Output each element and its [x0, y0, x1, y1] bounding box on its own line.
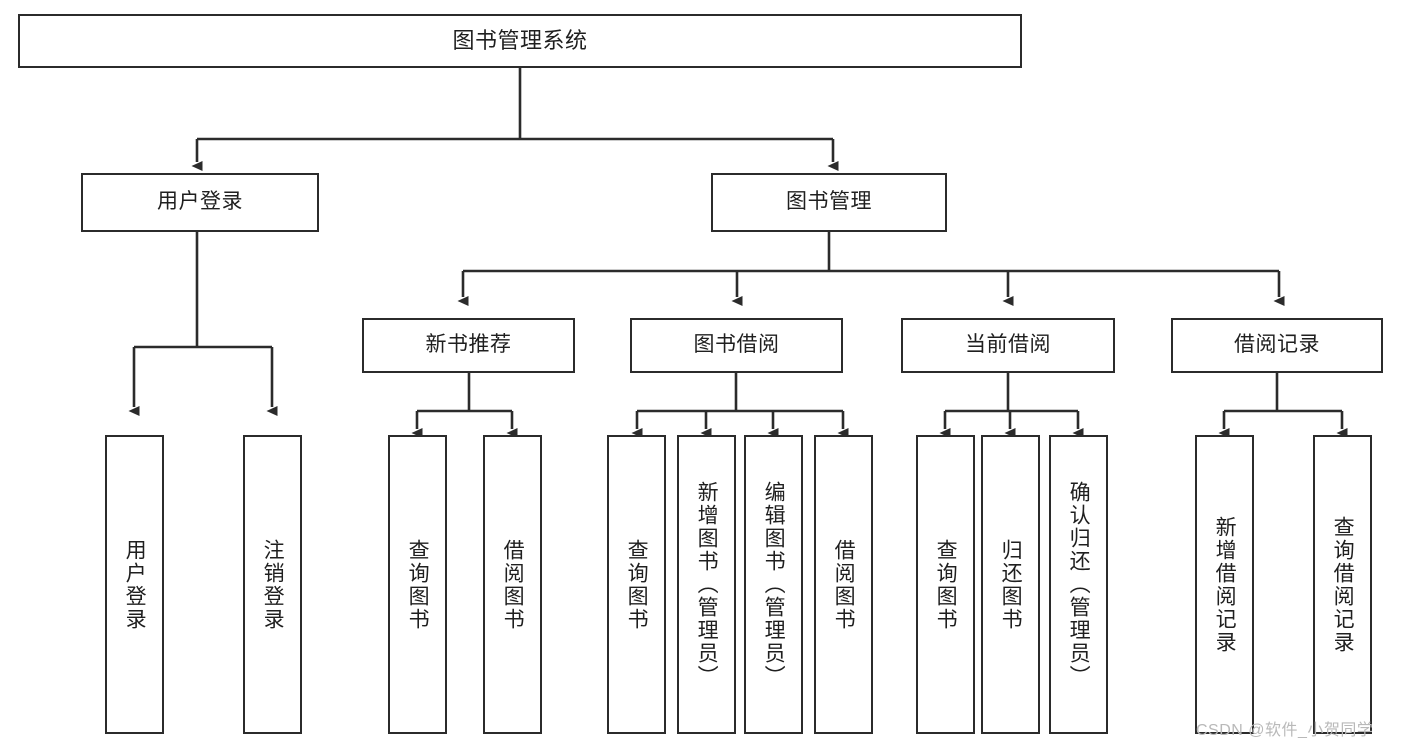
leaf-user-login-label: 用户登录	[123, 538, 147, 631]
node-book-management-label: 图书管理	[786, 190, 872, 214]
leaf-user-login[interactable]: 用户登录	[105, 435, 164, 734]
csdn-watermark: CSDN @软件_小贺同学	[1196, 722, 1374, 739]
node-book-management[interactable]: 图书管理	[711, 173, 947, 232]
node-new-book-recommend[interactable]: 新书推荐	[362, 318, 575, 373]
leaf-borrow-book-label: 借阅图书	[832, 538, 856, 631]
leaf-query-book-borrow[interactable]: 查询图书	[607, 435, 666, 734]
node-book-borrow-label: 图书借阅	[693, 333, 780, 357]
node-user-login[interactable]: 用户登录	[81, 173, 319, 232]
leaf-add-book-admin-label: 新增图书（管理员）	[695, 481, 719, 688]
leaf-edit-book-admin[interactable]: 编辑图书（管理员）	[744, 435, 803, 734]
leaf-logout[interactable]: 注销登录	[243, 435, 302, 734]
leaf-add-borrow-record[interactable]: 新增借阅记录	[1195, 435, 1254, 734]
leaf-logout-label: 注销登录	[261, 538, 285, 631]
leaf-query-borrow-record-label: 查询借阅记录	[1331, 515, 1355, 654]
leaf-return-book-label: 归还图书	[999, 538, 1023, 631]
node-borrow-record-label: 借阅记录	[1234, 333, 1320, 357]
node-current-borrow-label: 当前借阅	[965, 333, 1051, 357]
leaf-borrow-book-recommend[interactable]: 借阅图书	[483, 435, 542, 734]
node-borrow-record[interactable]: 借阅记录	[1171, 318, 1383, 373]
node-user-login-label: 用户登录	[157, 190, 243, 214]
node-new-book-recommend-label: 新书推荐	[425, 333, 512, 357]
leaf-query-book-recommend-label: 查询图书	[406, 538, 430, 631]
leaf-confirm-return-admin-label: 确认归还（管理员）	[1067, 481, 1091, 688]
leaf-query-book-current-label: 查询图书	[934, 538, 958, 631]
leaf-query-book-recommend[interactable]: 查询图书	[388, 435, 447, 734]
leaf-add-borrow-record-label: 新增借阅记录	[1213, 515, 1237, 654]
leaf-add-book-admin[interactable]: 新增图书（管理员）	[677, 435, 736, 734]
node-current-borrow[interactable]: 当前借阅	[901, 318, 1115, 373]
leaf-query-book-current[interactable]: 查询图书	[916, 435, 975, 734]
leaf-borrow-book-recommend-label: 借阅图书	[501, 538, 525, 631]
leaf-edit-book-admin-label: 编辑图书（管理员）	[762, 481, 786, 688]
node-book-borrow[interactable]: 图书借阅	[630, 318, 843, 373]
leaf-borrow-book[interactable]: 借阅图书	[814, 435, 873, 734]
node-root[interactable]: 图书管理系统	[18, 14, 1022, 68]
node-root-label: 图书管理系统	[452, 28, 588, 54]
leaf-confirm-return-admin[interactable]: 确认归还（管理员）	[1049, 435, 1108, 734]
leaf-query-borrow-record[interactable]: 查询借阅记录	[1313, 435, 1372, 734]
leaf-return-book[interactable]: 归还图书	[981, 435, 1040, 734]
leaf-query-book-borrow-label: 查询图书	[625, 538, 649, 631]
